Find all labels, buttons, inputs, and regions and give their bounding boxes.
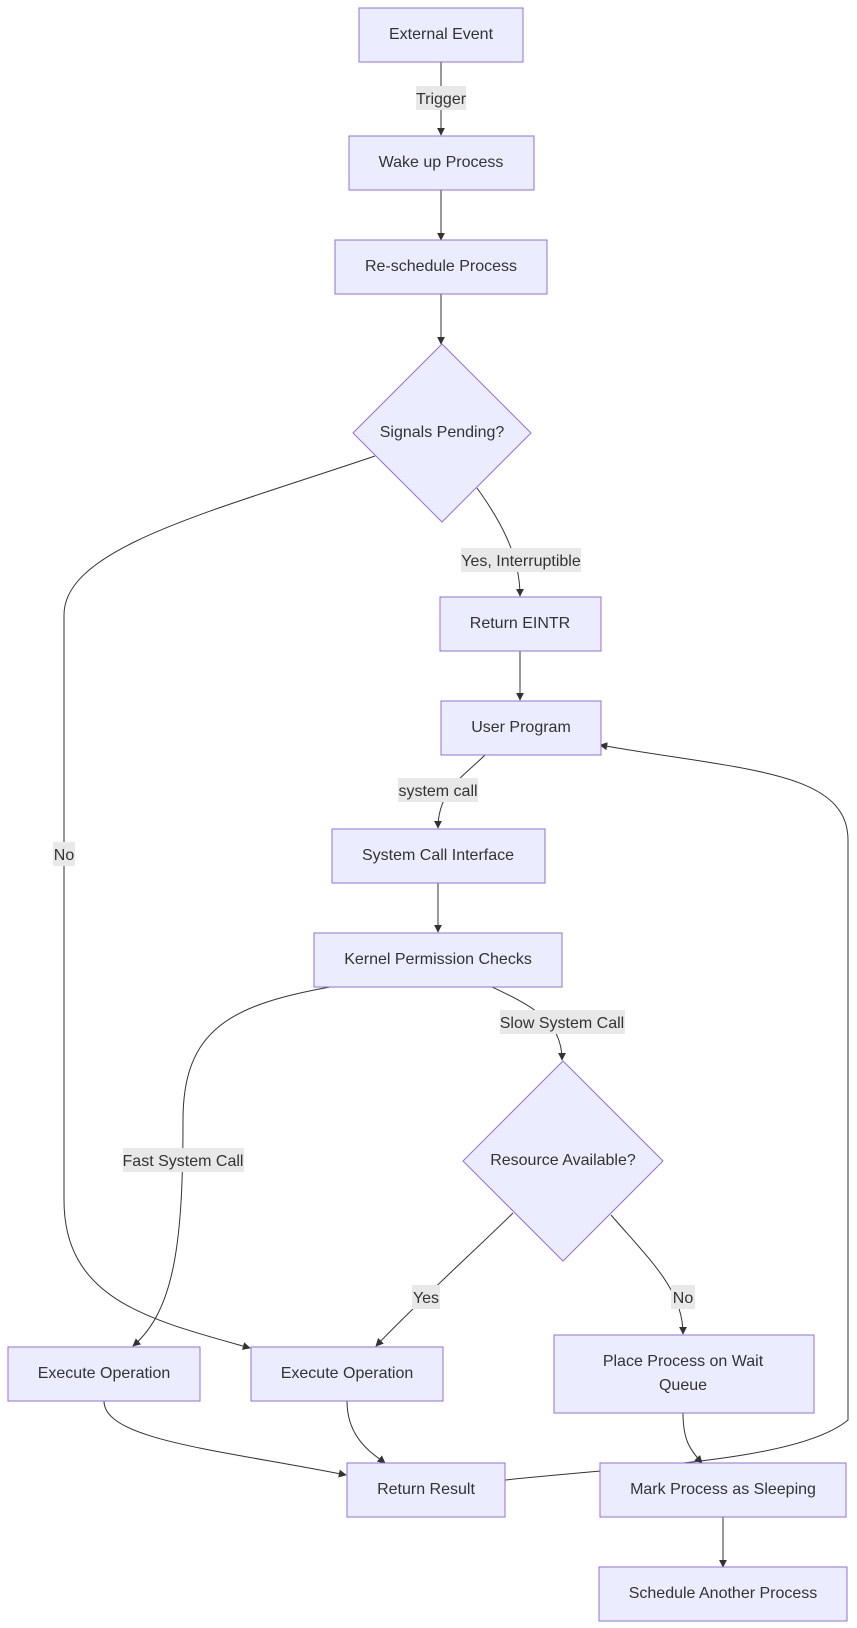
svg-text:Return Result: Return Result xyxy=(377,1481,475,1498)
svg-text:Place Process on Wait: Place Process on Wait xyxy=(603,1353,764,1370)
svg-text:Kernel Permission Checks: Kernel Permission Checks xyxy=(344,951,532,968)
node-execute-operation-fast: Execute Operation xyxy=(7,1346,201,1402)
svg-text:Resource Available?: Resource Available? xyxy=(490,1152,636,1169)
node-user-program: User Program xyxy=(440,700,602,756)
node-external-event: External Event xyxy=(358,7,524,63)
edge-signals-no-to-execute xyxy=(63,455,376,1350)
edge-label-slow-system-call: Slow System Call xyxy=(500,1010,625,1034)
node-return-eintr: Return EINTR xyxy=(439,596,602,652)
node-return-result: Return Result xyxy=(346,1462,506,1518)
svg-text:Mark Process as Sleeping: Mark Process as Sleeping xyxy=(630,1481,816,1498)
edge-label-trigger: Trigger xyxy=(416,86,467,110)
edge-kernel-to-execute-fast xyxy=(132,986,331,1347)
edge-signals-to-eintr xyxy=(476,487,524,597)
node-mark-process-sleeping: Mark Process as Sleeping xyxy=(599,1462,847,1518)
edge-label-yes-interruptible: Yes, Interruptible xyxy=(461,548,581,572)
edge-label-no-signals: No xyxy=(53,842,75,866)
node-place-on-wait-queue: Place Process on Wait Queue xyxy=(553,1334,815,1414)
svg-text:Re-schedule Process: Re-schedule Process xyxy=(365,258,517,275)
node-schedule-another-process: Schedule Another Process xyxy=(598,1566,848,1622)
svg-text:system call: system call xyxy=(398,783,477,800)
svg-text:Execute Operation: Execute Operation xyxy=(38,1365,171,1382)
edge-label-system-call: system call xyxy=(398,778,478,802)
svg-text:Yes: Yes xyxy=(413,1290,439,1307)
node-execute-operation-yes: Execute Operation xyxy=(250,1346,444,1402)
svg-text:No: No xyxy=(54,847,75,864)
svg-text:Signals Pending?: Signals Pending? xyxy=(380,424,505,441)
node-kernel-permission-checks: Kernel Permission Checks xyxy=(313,932,563,988)
edge-execute-yes-to-result xyxy=(346,1400,386,1464)
node-resource-available: Resource Available? xyxy=(462,1060,664,1262)
svg-text:Schedule Another Process: Schedule Another Process xyxy=(629,1585,818,1602)
node-system-call-interface: System Call Interface xyxy=(331,828,546,884)
svg-text:Return EINTR: Return EINTR xyxy=(470,615,570,632)
edge-label-fast-system-call: Fast System Call xyxy=(123,1148,244,1172)
node-signals-pending: Signals Pending? xyxy=(352,343,532,523)
edge-label-yes-resource: Yes xyxy=(412,1285,440,1309)
svg-text:Execute Operation: Execute Operation xyxy=(281,1365,414,1382)
svg-text:Queue: Queue xyxy=(659,1377,707,1394)
edge-label-no-resource: No xyxy=(671,1285,695,1309)
svg-text:Slow System Call: Slow System Call xyxy=(500,1015,624,1032)
node-wake-up-process: Wake up Process xyxy=(348,135,535,191)
edge-resource-no-to-waitqueue xyxy=(610,1214,687,1335)
svg-text:User Program: User Program xyxy=(471,719,571,736)
node-reschedule-process: Re-schedule Process xyxy=(334,239,548,295)
svg-text:External Event: External Event xyxy=(389,26,494,43)
svg-text:Yes, Interruptible: Yes, Interruptible xyxy=(461,553,581,570)
svg-text:Wake up Process: Wake up Process xyxy=(379,154,504,171)
edge-execute-fast-to-result xyxy=(103,1400,347,1478)
svg-text:Trigger: Trigger xyxy=(416,91,467,108)
edge-waitqueue-to-sleeping xyxy=(682,1412,703,1464)
edge-resource-yes-to-execute xyxy=(375,1212,514,1347)
svg-text:System Call Interface: System Call Interface xyxy=(362,847,514,864)
svg-text:Fast System Call: Fast System Call xyxy=(123,1153,244,1170)
svg-text:No: No xyxy=(673,1290,694,1307)
